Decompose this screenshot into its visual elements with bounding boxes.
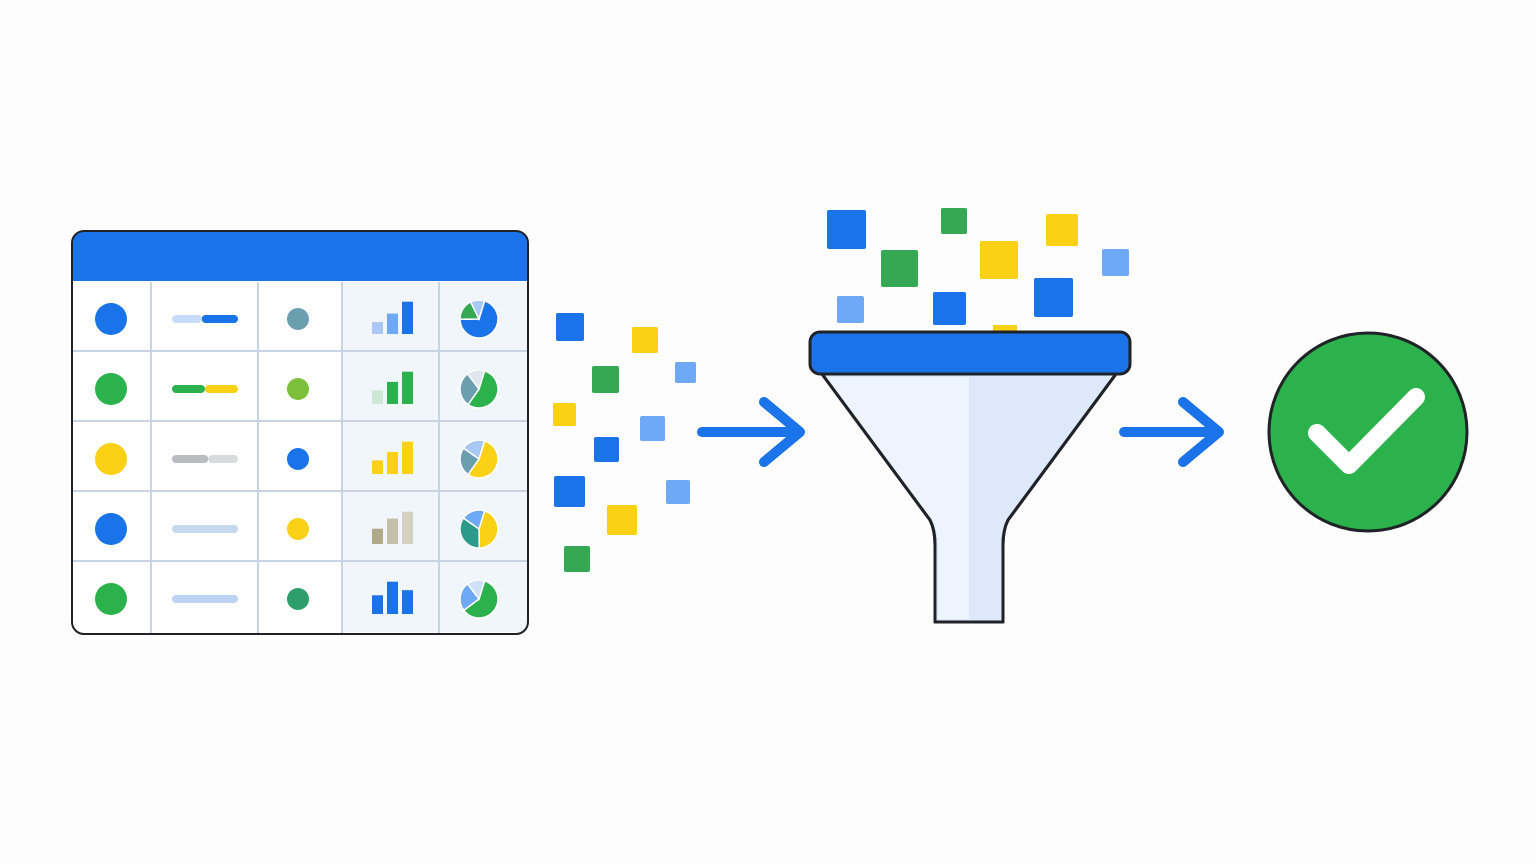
pie-slice [469, 299, 486, 322]
data-particle [675, 362, 696, 383]
data-particle [556, 313, 584, 341]
pie-slice [462, 579, 499, 619]
table-row [95, 579, 499, 619]
data-particle [980, 241, 1018, 279]
mini-bar [372, 528, 383, 544]
status-dot [95, 513, 127, 545]
pie-slice [459, 372, 480, 406]
funnel-outline [820, 372, 1118, 624]
progress-segment [172, 595, 238, 603]
progress-segment [172, 385, 205, 393]
pie-slice [467, 439, 499, 479]
funnel-filter-icon [808, 330, 1132, 624]
data-particle [666, 480, 690, 504]
status-dot [95, 373, 127, 405]
checkmark-circle-icon [1267, 331, 1469, 533]
pie-slice [459, 517, 481, 549]
mini-bar [372, 322, 383, 334]
mini-bar [372, 460, 383, 474]
data-particle [933, 292, 966, 325]
pie-slice [478, 509, 499, 549]
status-dot [95, 303, 127, 335]
data-particles-left [553, 313, 696, 572]
funnel-rim [808, 330, 1132, 376]
small-dot [287, 308, 309, 330]
pie-slice [466, 579, 486, 601]
right-arrow-icon [1119, 397, 1224, 467]
data-particle [881, 250, 918, 287]
mini-bar [402, 371, 413, 404]
pie-slice [467, 369, 499, 409]
progress-segment [205, 385, 238, 393]
data-particle [1034, 278, 1073, 317]
small-dot [287, 378, 309, 400]
mini-bar [402, 511, 413, 544]
progress-segment [201, 315, 238, 323]
right-arrow-icon [697, 397, 805, 467]
data-particle [640, 416, 665, 441]
small-dot [287, 588, 309, 610]
data-particle [837, 296, 864, 323]
data-particle [1102, 249, 1129, 276]
arrow-head [1178, 397, 1224, 467]
mini-bar [372, 390, 383, 404]
table-row [95, 369, 499, 409]
data-particle [553, 403, 576, 426]
progress-segment [208, 455, 238, 463]
check-mark [1308, 388, 1425, 474]
mini-bar [372, 595, 383, 614]
table-outline [71, 230, 529, 635]
arrow-head [759, 397, 805, 467]
small-dot [287, 518, 309, 540]
pie-slice [462, 509, 486, 531]
progress-segment [172, 315, 202, 323]
data-particle [632, 327, 658, 353]
table-row [95, 439, 499, 479]
data-particle [564, 546, 590, 572]
table-header [72, 231, 528, 281]
data-particle [993, 325, 1017, 334]
data-particle [941, 208, 967, 234]
data-particle [554, 476, 585, 507]
mini-bar [387, 451, 398, 474]
data-particles-funnel [827, 208, 1129, 334]
table-body [72, 231, 528, 634]
mini-bar [402, 590, 413, 614]
progress-segment [172, 455, 209, 463]
data-table-icon [71, 230, 529, 635]
mini-bar [387, 518, 398, 544]
mini-bar [387, 381, 398, 404]
table-row [95, 509, 499, 549]
data-particle [607, 505, 637, 535]
data-particle [594, 437, 619, 462]
small-dot [287, 448, 309, 470]
pie-slice [462, 439, 486, 461]
status-dot [95, 443, 127, 475]
table-row [95, 299, 499, 339]
mini-bar [387, 581, 398, 614]
pie-slice [466, 369, 486, 391]
check-circle [1267, 331, 1469, 533]
table-shade [342, 282, 528, 632]
data-particle [1046, 214, 1078, 246]
mini-bar [387, 313, 398, 334]
funnel-highlight [826, 377, 969, 619]
mini-bar [402, 441, 413, 474]
data-particle [592, 366, 619, 393]
status-dot [95, 583, 127, 615]
progress-segment [172, 525, 238, 533]
mini-bar [402, 301, 413, 334]
data-particle [827, 210, 866, 249]
